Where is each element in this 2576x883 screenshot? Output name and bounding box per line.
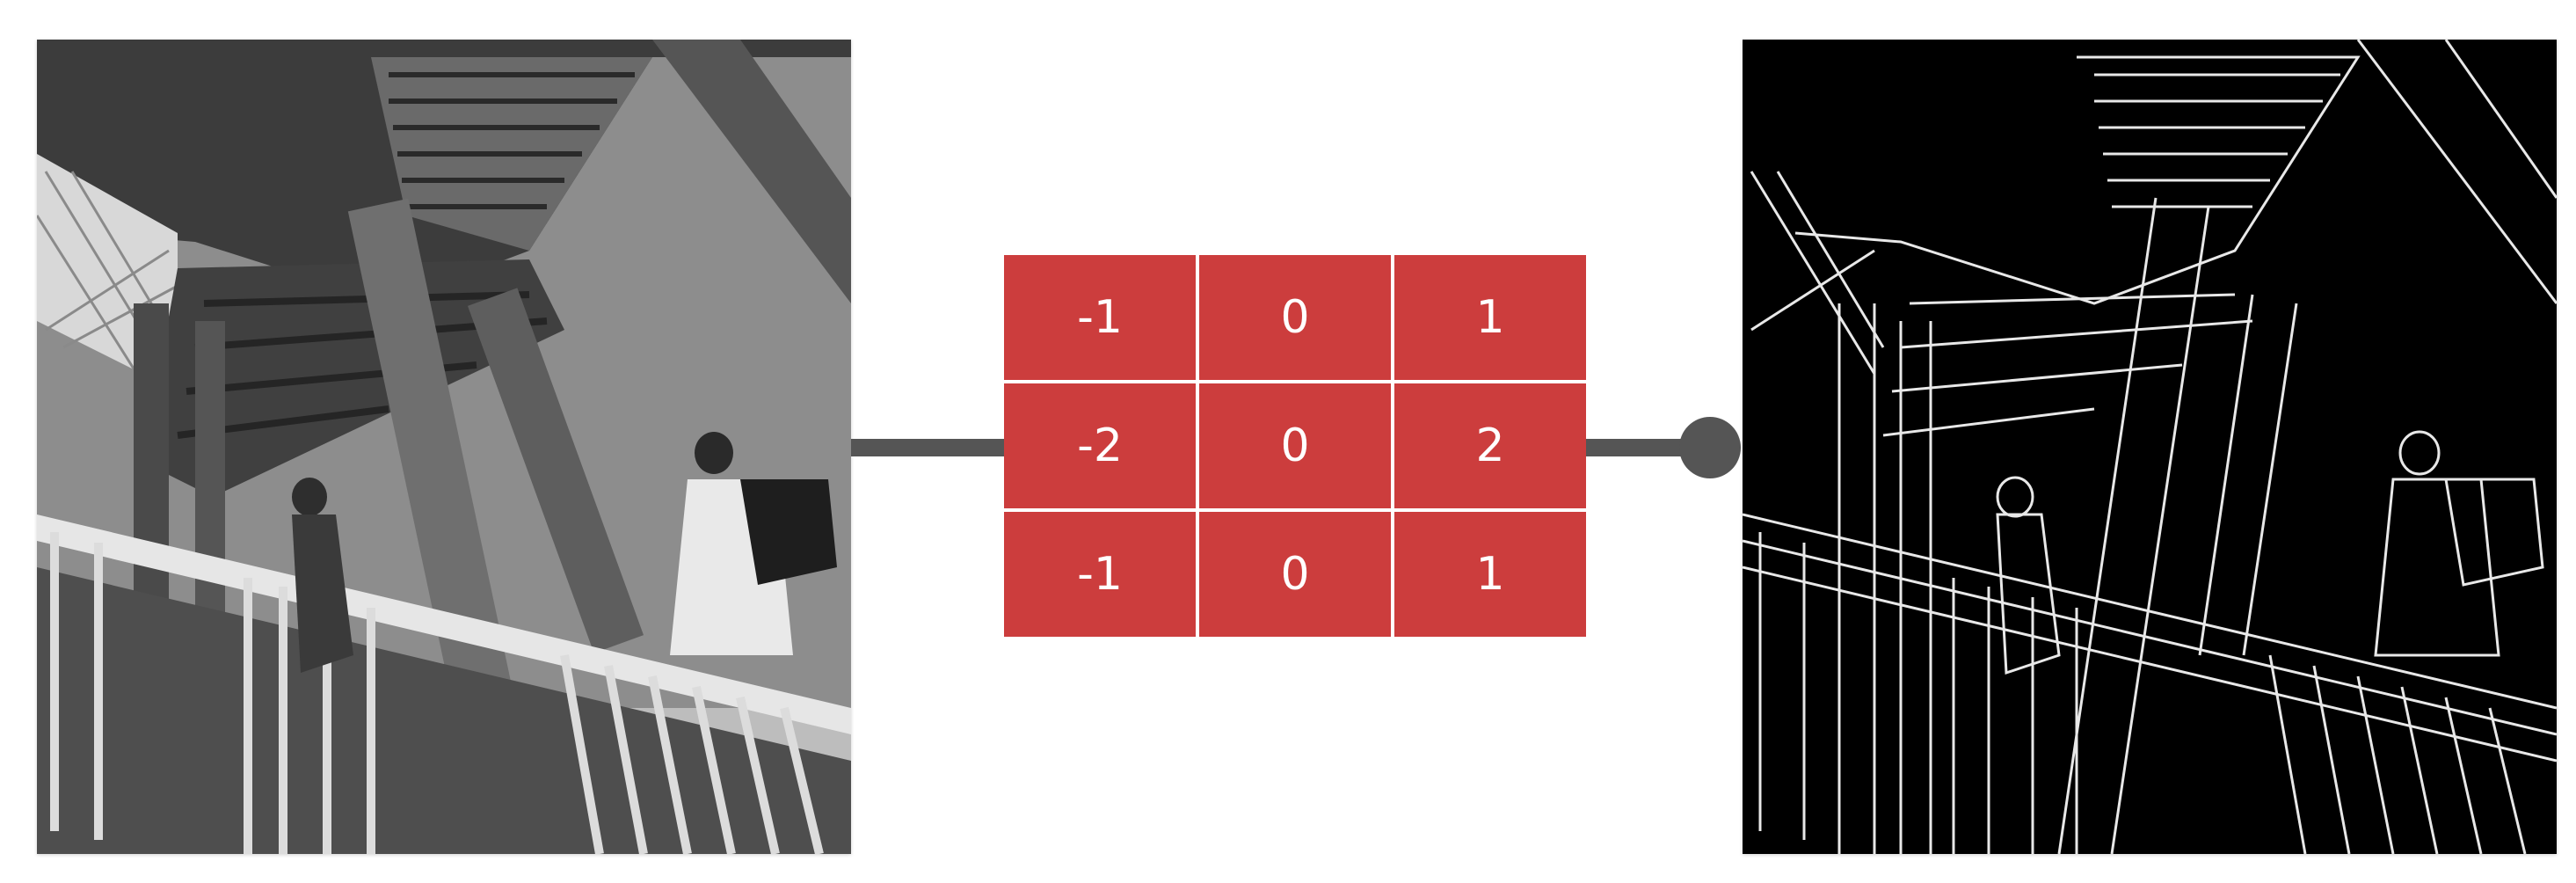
kernel-cell: 0: [1199, 512, 1391, 637]
output-edge-image: [1743, 40, 2557, 854]
kernel-cell: 0: [1199, 255, 1391, 380]
edge-map-graphic: [1743, 40, 2557, 854]
kernel-cell: 1: [1394, 255, 1586, 380]
output-connector-dot: [1679, 417, 1741, 478]
kernel-cell: -2: [1004, 383, 1196, 508]
kernel-cell: 0: [1199, 383, 1391, 508]
kernel-cell: 1: [1394, 512, 1586, 637]
kernel-cell: 2: [1394, 383, 1586, 508]
kernel-cell: -1: [1004, 255, 1196, 380]
input-connector-line: [851, 439, 1006, 456]
kernel-cell: -1: [1004, 512, 1196, 637]
staircase-photo-graphic: [37, 40, 851, 854]
input-photo: [37, 40, 851, 854]
kernel-matrix: -1 0 1 -2 0 2 -1 0 1: [1004, 255, 1586, 637]
